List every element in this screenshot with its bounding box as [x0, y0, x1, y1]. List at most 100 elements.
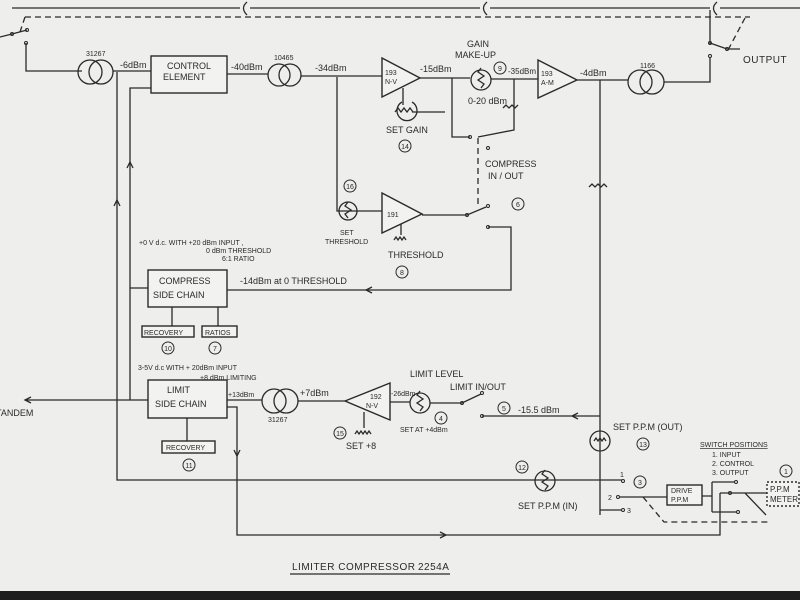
- note-text: +8 dBm LIMITING: [200, 375, 257, 382]
- level-label: +13dBm: [228, 392, 254, 399]
- ratios-label: RATIOS: [205, 330, 231, 337]
- circled-number: 6: [516, 202, 520, 209]
- level-label: -35dBm: [508, 67, 536, 76]
- input-level-line: [116, 72, 622, 481]
- tandem-label: TANDEM: [0, 408, 33, 418]
- switch-positions-legend: SWITCH POSITIONS 1. INPUT 2. CONTROL 3. …: [700, 442, 768, 477]
- circled-number: 12: [518, 465, 526, 472]
- contact-label: 2: [608, 495, 612, 502]
- gain-makeup-pot: GAIN MAKE-UP 9 0-20 dBm: [451, 39, 538, 150]
- output-transformer: 1166: [627, 63, 665, 95]
- note-text: 0 dBm THRESHOLD: [206, 248, 271, 255]
- block-label: SIDE CHAIN: [153, 290, 205, 300]
- block-label: METER: [770, 495, 798, 504]
- input-transformer: 31267: [77, 51, 114, 85]
- gain-range-label: 0-20 dBm: [468, 96, 507, 106]
- circled-number: 15: [336, 431, 344, 438]
- level-label: -4dBm: [580, 68, 607, 78]
- transformer-label: 1166: [640, 63, 655, 70]
- switch-label: IN / OUT: [488, 171, 524, 181]
- circled-number: 10: [164, 346, 172, 353]
- block-label: LIMIT: [167, 385, 191, 395]
- circled-number: 1: [784, 469, 788, 476]
- legend-item: 1. INPUT: [712, 452, 742, 459]
- input-switch: [0, 16, 82, 72]
- set-ppm-out-pot: SET P.P.M (OUT) 13: [589, 422, 683, 452]
- recovery-label: RECOVERY: [144, 330, 183, 337]
- set-ppm-out-label: SET P.P.M (OUT): [613, 422, 683, 432]
- amp-label: 193: [541, 71, 553, 78]
- note-text: 6:1 RATIO: [222, 256, 255, 263]
- tandem-output: TANDEM: [0, 396, 148, 418]
- level-label: -15dBm: [420, 64, 452, 74]
- amp-label: 192: [370, 394, 382, 401]
- limit-level-label: LIMIT LEVEL: [410, 369, 463, 379]
- compress-inout-switch: COMPRESS IN / OUT 6: [227, 138, 537, 294]
- block-label: DRIVE: [671, 488, 693, 495]
- amp-label: N-V: [385, 79, 397, 86]
- set-ppm-in-label: SET P.P.M (IN): [518, 501, 578, 511]
- arrow-icon: [113, 160, 134, 207]
- legend-item: 3. OUTPUT: [712, 470, 749, 477]
- contact-label: 3: [627, 508, 631, 515]
- limit-inout-label: LIMIT IN/OUT: [450, 382, 506, 392]
- recovery-label: RECOVERY: [166, 445, 205, 452]
- circled-number: 14: [401, 144, 409, 151]
- circled-number: 16: [346, 184, 354, 191]
- ppm-meter-block: P.P.M METER 1: [766, 464, 800, 507]
- threshold-label: THRESHOLD: [325, 239, 368, 246]
- amp-label: 191: [387, 212, 399, 219]
- gain-label: GAIN: [467, 39, 489, 49]
- meter-selector-switch: 1 2 3 3 DRIVE P.P.M: [600, 472, 770, 523]
- legend-heading: SWITCH POSITIONS: [700, 442, 768, 449]
- level-label: -6dBm: [120, 60, 147, 70]
- block-label: CONTROL: [167, 61, 211, 71]
- output-label: OUTPUT: [743, 55, 787, 66]
- note-text: 3-5V d.c WITH + 20dBm INPUT: [138, 365, 238, 372]
- block-label: P.P.M: [770, 485, 790, 494]
- control-feedback-line: [129, 87, 151, 400]
- amp-label: N-V: [366, 403, 378, 410]
- level-label: -14dBm at 0 THRESHOLD: [240, 276, 347, 286]
- scan-edge: [0, 591, 800, 600]
- limit-side-chain-block: LIMIT SIDE CHAIN RECOVERY 11: [147, 379, 228, 472]
- switch-label: COMPRESS: [485, 159, 537, 169]
- threshold-label: SET: [340, 230, 354, 237]
- level-label: -26dBm: [391, 391, 416, 398]
- transformer-label: 31267: [86, 51, 106, 58]
- control-element-block: CONTROL ELEMENT: [150, 55, 228, 94]
- diagram-title: LIMITER COMPRESSOR 2254A: [290, 562, 450, 575]
- level-label: -34dBm: [315, 63, 347, 73]
- circled-number: 11: [185, 463, 192, 470]
- compress-side-chain-block: COMPRESS SIDE CHAIN RECOVERY RATIOS 10 7: [141, 269, 238, 355]
- block-label: COMPRESS: [159, 276, 211, 286]
- level-label: -40dBm: [231, 62, 263, 72]
- circled-number: 8: [400, 270, 404, 277]
- threshold-label: THRESHOLD: [388, 250, 444, 260]
- arrow-icon: [233, 449, 448, 539]
- amp-label: A-M: [541, 80, 554, 87]
- title-text: LIMITER COMPRESSOR: [292, 562, 415, 573]
- set-gain-label: SET GAIN: [386, 125, 428, 135]
- output-switch: OUTPUT: [664, 10, 787, 83]
- threshold-section: 16 SET THRESHOLD 191 THRESHOLD 8: [325, 77, 444, 279]
- contact-label: 1: [620, 472, 624, 479]
- model-number: 2254A: [418, 562, 449, 573]
- top-bus-lines: [12, 1, 800, 51]
- level-label: +7dBm: [300, 388, 329, 398]
- circled-number: 7: [213, 346, 217, 353]
- circled-number: 3: [638, 480, 642, 487]
- circled-number: 5: [502, 406, 506, 413]
- amplifier-193-nv: 193 N-V SET GAIN 14: [381, 56, 445, 153]
- mid-transformer: 10465: [267, 55, 302, 87]
- limit-inout-switch: LIMIT IN/OUT 5 -15.5 dBm: [430, 382, 600, 420]
- note-text: +0 V d.c. WITH +20 dBm INPUT ,: [139, 240, 244, 247]
- level-label: -15.5 dBm: [518, 405, 560, 415]
- amp-label: 193: [385, 70, 397, 77]
- transformer-label: 10465: [274, 55, 294, 62]
- set-at-label: SET AT +4dBm: [400, 427, 448, 434]
- set-b-label: SET +8: [346, 441, 376, 451]
- set-ppm-in-pot: 12 SET P.P.M (IN): [515, 460, 578, 511]
